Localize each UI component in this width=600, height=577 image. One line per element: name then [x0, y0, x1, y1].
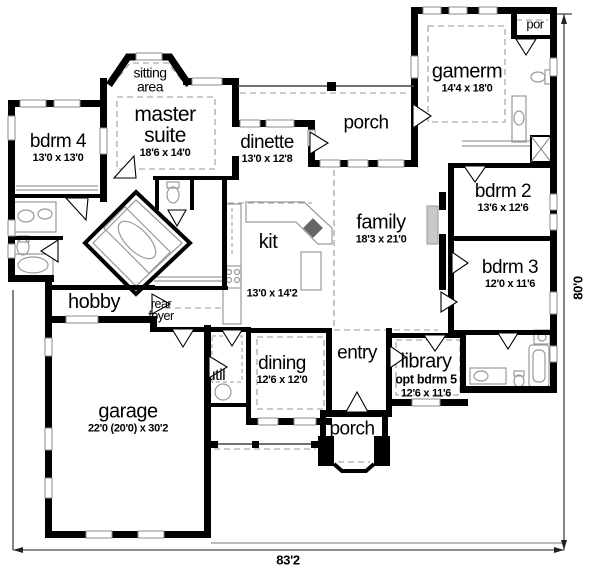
dimension-lines — [12, 13, 572, 553]
room-label-bdrm3: bdrm 3 12'0 x 11'6 — [481, 257, 539, 290]
room-label-garage: garage 22'0 (20'0) x 30'2 — [87, 400, 169, 435]
master-tub — [92, 199, 183, 287]
room-label-entry: entry — [337, 342, 377, 364]
room-label-dining: dining 12'6 x 12'0 — [256, 353, 308, 386]
room-label-porch-bottom: porch — [329, 418, 375, 440]
room-label-bdrm2: bdrm 2 13'6 x 12'6 — [474, 181, 532, 214]
room-label-porch-top: porch — [343, 112, 389, 134]
room-label-family: family 18'3 x 21'0 — [355, 211, 407, 246]
master-wc-toilet — [166, 181, 180, 204]
overall-width-dimension: 83'2 — [276, 552, 300, 568]
room-label-bdrm4: bdrm 4 13'0 x 13'0 — [29, 131, 87, 164]
room-label-sitting-area: sitting area — [133, 64, 167, 94]
fixtures-layer — [12, 69, 553, 401]
porch-edges-and-posts — [211, 82, 564, 544]
room-label-kit-dims: 13'0 x 14'2 — [246, 287, 298, 300]
room-label-master-suite: master suite 18'6 x 14'0 — [134, 102, 196, 160]
room-label-kit: kit — [258, 231, 278, 253]
room-label-util: util — [206, 367, 226, 384]
rear-bath-fixtures — [469, 329, 551, 388]
doors-layer — [39, 38, 537, 413]
upper-bath-fixtures — [511, 69, 553, 143]
room-label-library: library opt bdrm 5 12'6 x 11'6 — [395, 350, 457, 399]
kitchen-fixtures — [222, 201, 333, 325]
room-label-por: por — [526, 16, 544, 32]
overall-height-dimension: 80'0 — [570, 276, 586, 300]
kitchen-island — [300, 251, 322, 291]
family-media-cabinet — [426, 205, 439, 245]
linen-closet — [530, 135, 552, 163]
room-label-rear-foyer: rear foyer — [148, 296, 174, 323]
room-label-gamerm: gamerm 14'4 x 18'0 — [431, 60, 503, 95]
room-label-dinette: dinette 13'0 x 12'8 — [240, 132, 294, 165]
room-label-hobby: hobby — [68, 291, 121, 313]
